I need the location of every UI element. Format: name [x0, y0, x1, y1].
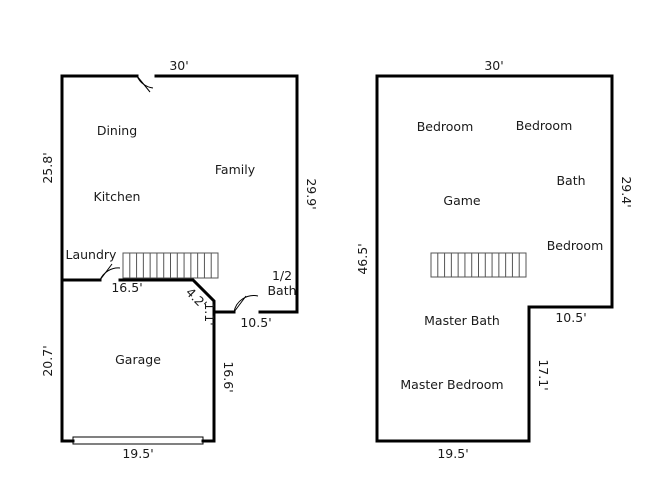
floor1-outer-wall-top-right	[154, 74, 299, 314]
garage-wall	[60, 278, 75, 443]
room-label-laundry: Laundry	[66, 247, 118, 262]
room-label-kitchen: Kitchen	[94, 189, 141, 204]
floor2-right-upper-dimension: 29.4'	[619, 176, 634, 207]
room-label-master-bedroom: Master Bedroom	[400, 377, 503, 392]
floor1-short-dimension: 1.1'	[202, 302, 217, 325]
floor1-left-upper-dimension: 25.8'	[40, 152, 55, 183]
second-floor: 30' 29.4' 46.5' 10.5' 17.1' 19.5' Bedroo…	[355, 58, 634, 461]
floor2-right-lower-dimension: 17.1'	[536, 359, 551, 390]
room-label-dining: Dining	[97, 123, 137, 138]
floor2-left-dimension: 46.5'	[355, 243, 370, 274]
room-label-bedroom-1: Bedroom	[417, 119, 474, 134]
room-label-game: Game	[443, 193, 481, 208]
room-label-half: 1/2	[272, 268, 292, 283]
floor1-mid-wall-right	[118, 278, 236, 314]
garage-right-dimension: 16.6'	[221, 361, 236, 392]
floor1-left-lower-dimension: 20.7'	[40, 345, 55, 376]
garage-wall-right	[201, 310, 216, 443]
floor2-stairs-icon	[430, 252, 527, 278]
floor1-right-dimension: 29.9'	[304, 178, 319, 209]
room-label-master-bath: Master Bath	[424, 313, 500, 328]
garage-door-icon	[72, 436, 204, 445]
floor1-stairs-icon	[122, 252, 219, 279]
floor2-top-dimension: 30'	[484, 58, 503, 73]
laundry-door-icon	[99, 263, 121, 281]
room-label-bedroom-2: Bedroom	[516, 118, 573, 133]
floor2-outer-wall	[375, 74, 614, 443]
entry-door-icon	[136, 75, 154, 93]
half-bath-door-icon	[233, 295, 259, 313]
floor1-mid-dimension: 16.5'	[111, 280, 142, 295]
floor2-bottom-dimension: 19.5'	[437, 446, 468, 461]
room-label-bath: Bath	[267, 283, 296, 298]
room-label-bedroom-3: Bedroom	[547, 238, 604, 253]
room-label-family: Family	[215, 162, 256, 177]
floor1-bottom-dimension: 19.5'	[122, 446, 153, 461]
floor2-step-dimension: 10.5'	[555, 310, 586, 325]
floor1-stairs-bottom-dimension: 10.5'	[240, 315, 271, 330]
room-label-garage: Garage	[115, 352, 161, 367]
room-label-bath-2: Bath	[556, 173, 585, 188]
floor1-outer-wall	[60, 74, 139, 282]
floor1-top-dimension: 30'	[169, 58, 188, 73]
first-floor: 30' 25.8' 29.9' 16.5' 4.2' 1.1' 10.5' 20…	[40, 58, 319, 461]
